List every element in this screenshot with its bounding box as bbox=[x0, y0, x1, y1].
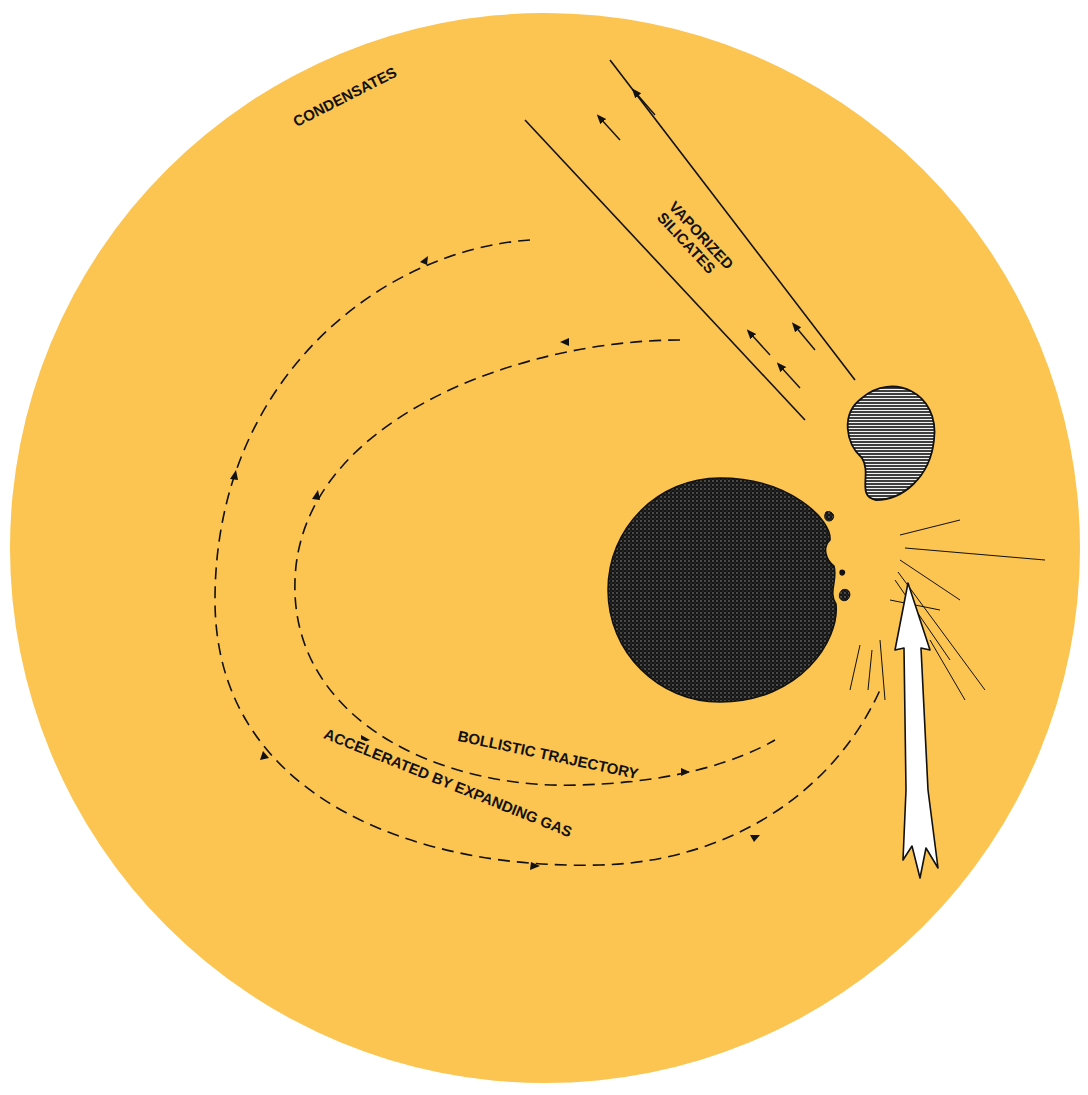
impact-arrow bbox=[895, 583, 938, 878]
vapor-plume bbox=[525, 60, 855, 420]
outer-trajectory bbox=[215, 240, 880, 865]
ejecta-fragment bbox=[839, 569, 845, 575]
impact-rays bbox=[850, 520, 1045, 700]
impactor-body bbox=[848, 387, 935, 500]
earth-body bbox=[608, 478, 836, 702]
ejecta-fragment bbox=[839, 589, 850, 600]
ejecta-fragment bbox=[825, 512, 834, 521]
background-disc bbox=[10, 13, 1080, 1083]
